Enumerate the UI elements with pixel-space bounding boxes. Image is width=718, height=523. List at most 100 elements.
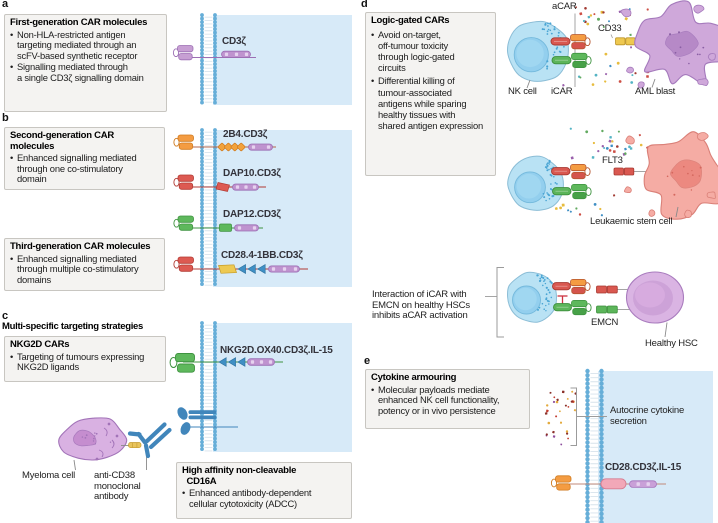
label-cd28-cd3z-il15: CD28.CD3ζ.IL-15 [605,462,682,473]
second-gen-car-dap10 [173,174,266,192]
cd16a-box-title: High affinity non-cleavable CD16A [182,465,297,487]
label-2b4-cd3z: 2B4.CD3ζ [223,129,268,140]
bullet-text: Enhanced antibody-dependent cellular cyt… [189,487,312,509]
panel-letter-d: d [361,0,368,10]
panel-c-membrane-diagram [169,321,352,454]
panel-letter-e: e [364,355,371,367]
label-nkg2d-ox40: NKG2D.OX40.CD3ζ.IL-15 [220,345,333,356]
panel-letter-a: a [2,0,9,10]
panel-e-membrane-diagram [544,368,713,523]
flt3-antigen [613,167,648,176]
nk-cell-3 [507,271,558,323]
panel-letter-b: b [2,112,9,124]
nkg2d-box-bullet-1: •Targeting of tumours expressing NKG2D l… [10,350,161,373]
cd16a-box-bullet-1: •Enhanced antibody-dependent cellular cy… [182,487,347,509]
label-dap12-cd3z: DAP12.CD3ζ [223,209,281,220]
panel-letter-c: c [2,310,9,322]
flt3-label: FLT3 [602,155,623,166]
icar-receptor-2 [552,183,592,200]
myeloma-texture [95,422,119,461]
nk-cell-label: NK cell [508,86,537,97]
bullet-text: Signalling mediated through a single CD3… [17,61,144,83]
nkg2d-car-receptor [169,353,283,373]
first-gen-box-bullet-1: •Non-HLA-restricted antigen targeting me… [10,28,162,62]
autocrine-label: Autocrine cytokine secretion [610,405,685,427]
bullet-marker: • [371,28,375,40]
acar-label: aCAR [552,1,577,12]
healthy-hsc-label: Healthy HSC [645,338,698,349]
logic-gated-box-bullet-2: •Differential killing of tumour-associat… [371,75,491,131]
bullet-text: Targeting of tumours expressing NKG2D li… [17,350,145,373]
bullet-text: Enhanced signalling mediated through mul… [17,252,139,285]
cd16a-receptor [177,407,238,435]
myeloma-cell-label: Myeloma cell [22,470,76,481]
icar-emcn-annotation: Interaction of iCAR with EMCN on healthy… [372,289,470,322]
bullet-marker: • [10,152,14,164]
healthy-hsc-cell [625,271,685,324]
cytokine-dots [544,390,577,446]
bullet-text: Molecular payloads mediate enhanced NK c… [378,383,500,416]
emcn-antigen [596,305,633,314]
second-gen-car-2b4 [173,134,276,152]
nkg2d-box-title: NKG2D CARs [10,339,70,350]
acar-receptor-2 [551,163,591,180]
bullet-marker: • [371,75,375,87]
acar-receptor-1 [550,34,591,50]
cd33-label: CD33 [598,23,622,34]
label-cd28-41bb-cd3z: CD28.4-1BB.CD3ζ [221,250,303,261]
bullet-marker: • [10,28,14,40]
nk-cell-2 [507,155,564,211]
emcn-label: EMCN [591,317,619,328]
cytokine-box-title: Cytokine armouring [371,372,457,383]
myeloma-cell [58,417,128,461]
first-gen-car-receptor [172,45,251,61]
bullet-text: Non-HLA-restricted antigen targeting med… [17,28,138,61]
logic-gated-row-aml [506,0,718,89]
label-dap10-cd3z: DAP10.CD3ζ [223,168,281,179]
icar-receptor-3 [553,299,592,316]
bullet-text: Avoid on-target, off-tumour toxicity thr… [378,28,455,74]
leukaemic-stem-cell-label: Leukaemic stem cell [590,216,673,227]
bullet-marker: • [182,487,186,499]
panel-b-membrane-diagram [173,128,352,289]
cd28-il15-receptor [550,475,666,491]
cd16a-box: High affinity non-cleavable CD16A•Enhanc… [176,462,352,519]
logic-gated-row-hsc [485,267,685,338]
anti-cd38-label: anti-CD38 monoclonal antibody [94,470,141,503]
second-gen-box: Second-generation CAR molecules•Enhanced… [4,127,165,190]
anti-cd38-linker [128,442,142,449]
first-gen-box-title: First-generation CAR molecules [10,17,148,28]
antibody-y-shape [127,422,172,459]
second-gen-car-dap12 [173,215,263,232]
second-gen-box-title: Second-generation CAR molecules [10,130,115,152]
first-gen-box: First-generation CAR molecules•Non-HLA-r… [4,14,167,112]
icar-receptor-1 [551,52,592,68]
bullet-marker: • [371,383,375,395]
nk-cell-1 [506,20,569,82]
third-gen-box: Third-generation CAR molecules•Enhanced … [4,238,165,291]
anti-cd38-antibody [121,422,172,470]
third-gen-box-title: Third-generation CAR molecules [10,241,151,252]
third-gen-car [173,256,308,275]
first-gen-box-bullet-2: •Signalling mediated through a single CD… [10,61,162,83]
cytokine-box-bullet-1: •Molecular payloads mediate enhanced NK … [371,383,525,417]
bullet-text: Differential killing of tumour-associate… [378,75,483,132]
cd3z-label: CD3ζ [222,36,246,47]
bullet-marker: • [10,61,14,73]
myeloma-label-connector [73,459,76,471]
third-gen-box-bullet-1: •Enhanced signalling mediated through mu… [10,252,160,286]
multispecific-heading: Multi-specific targeting strategies [2,321,144,332]
second-gen-box-bullet-1: •Enhanced signalling mediated through on… [10,153,160,185]
acar-receptor-3 [552,278,591,295]
logic-gated-row-lsc [507,127,718,220]
leukaemic-stem-cell [643,131,718,220]
logic-gated-box: Logic-gated CARs •Avoid on-target, off-tu… [365,12,496,176]
bullet-marker: • [10,350,14,362]
cytokine-box: Cytokine armouring•Molecular payloads me… [365,369,530,429]
aml-blast [620,0,718,89]
icar-label: iCAR [551,86,573,97]
logic-gated-box-title: Logic-gated CARs [371,15,450,26]
aml-blast-label: AML blast [635,86,676,97]
logic-gated-box-bullet-1: •Avoid on-target, off-tumour toxicity th… [371,29,491,74]
